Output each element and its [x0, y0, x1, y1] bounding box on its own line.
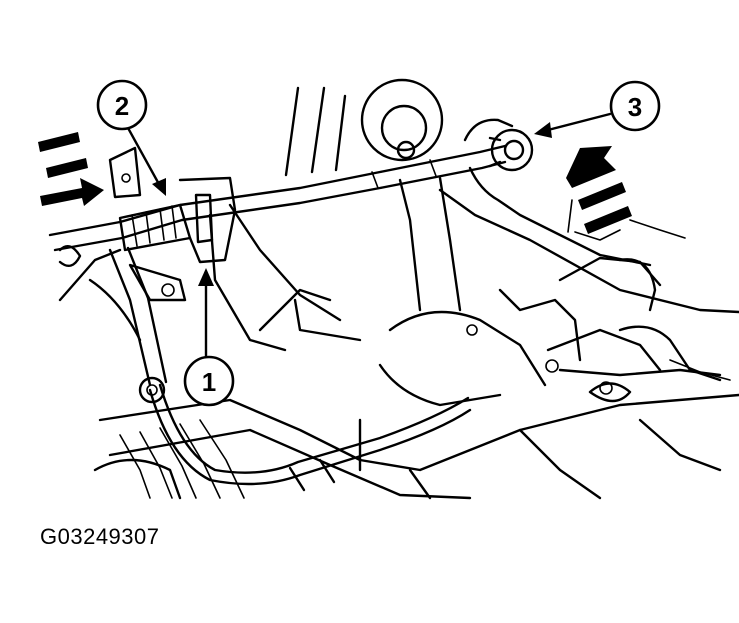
cable-end-bushing	[488, 128, 534, 172]
figure-id-caption: G03249307	[40, 524, 160, 549]
right-motion-arrows	[566, 146, 686, 241]
callout-1: 1	[183, 268, 235, 407]
callout-3: 3	[534, 80, 661, 138]
callout-2: 2	[96, 79, 166, 196]
cable-bracket	[108, 146, 237, 264]
callout-1-label: 1	[202, 367, 216, 397]
callout-3-label: 3	[628, 92, 642, 122]
engine-outline	[58, 78, 739, 500]
shift-cable	[48, 144, 507, 252]
left-motion-arrows	[38, 132, 104, 206]
callout-2-label: 2	[115, 91, 129, 121]
